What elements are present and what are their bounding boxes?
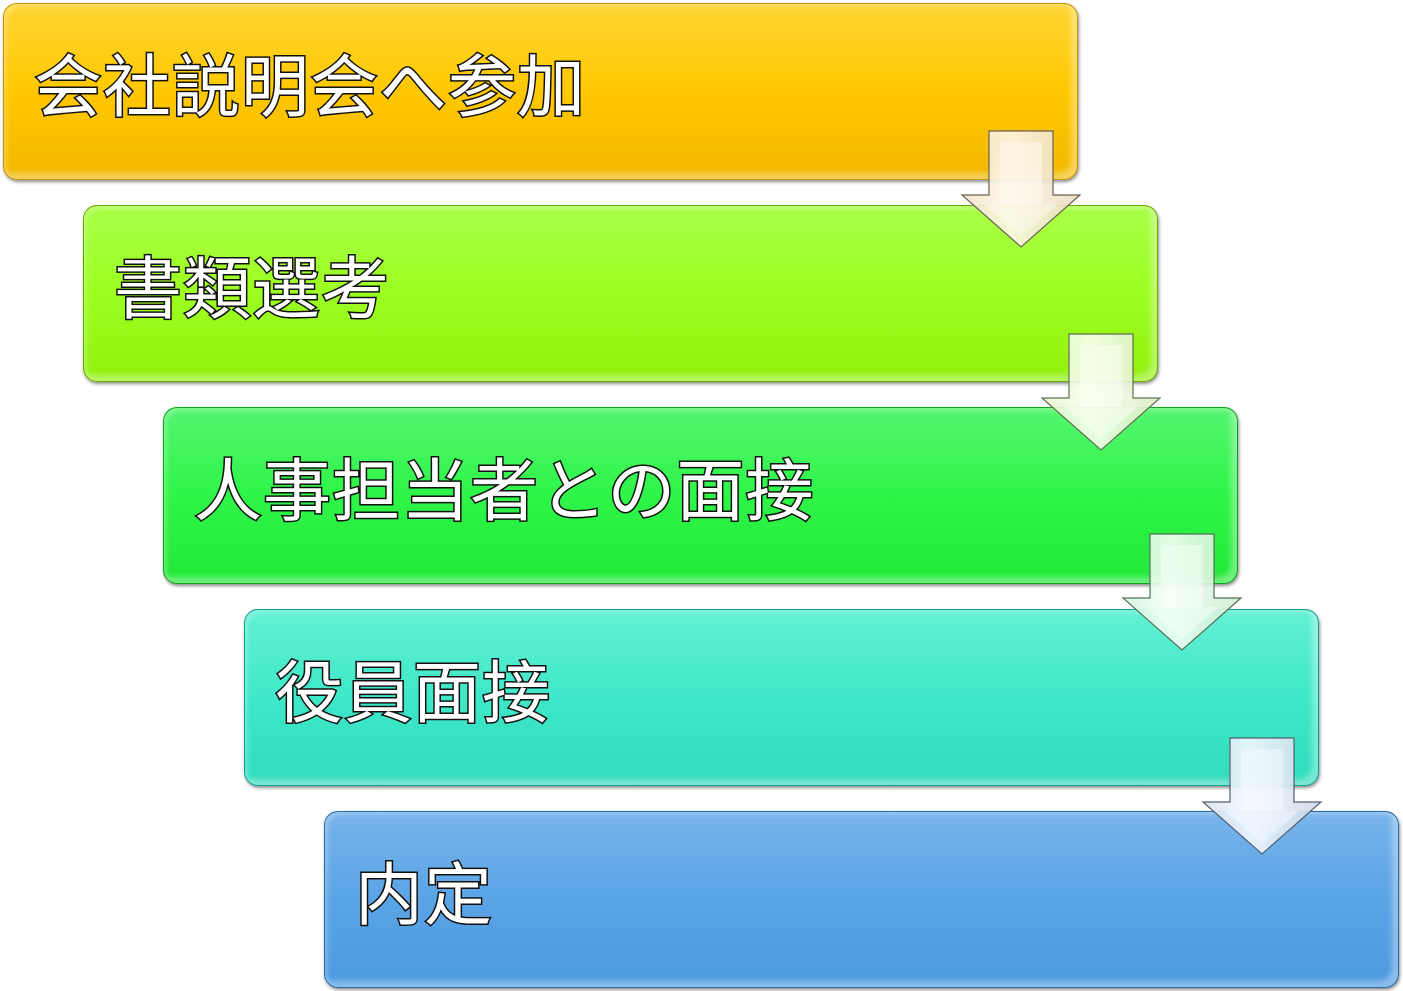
step-label: 書類選考 [112,250,391,332]
process-step-1: 会社説明会へ参加 [3,3,1078,180]
process-step-5: 内定 [324,811,1399,988]
step-label: 内定 [353,856,494,938]
down-arrow-icon [1121,533,1243,651]
process-step-2: 書類選考 [83,205,1158,382]
down-arrow-icon [1040,333,1162,451]
step-label: 役員面接 [273,654,552,736]
process-step-4: 役員面接 [244,609,1319,786]
process-step-3: 人事担当者との面接 [163,407,1238,584]
down-arrow-icon [960,130,1082,248]
step-label: 会社説明会へ参加 [32,48,587,130]
down-arrow-icon [1201,737,1323,855]
step-label: 人事担当者との面接 [192,452,815,534]
